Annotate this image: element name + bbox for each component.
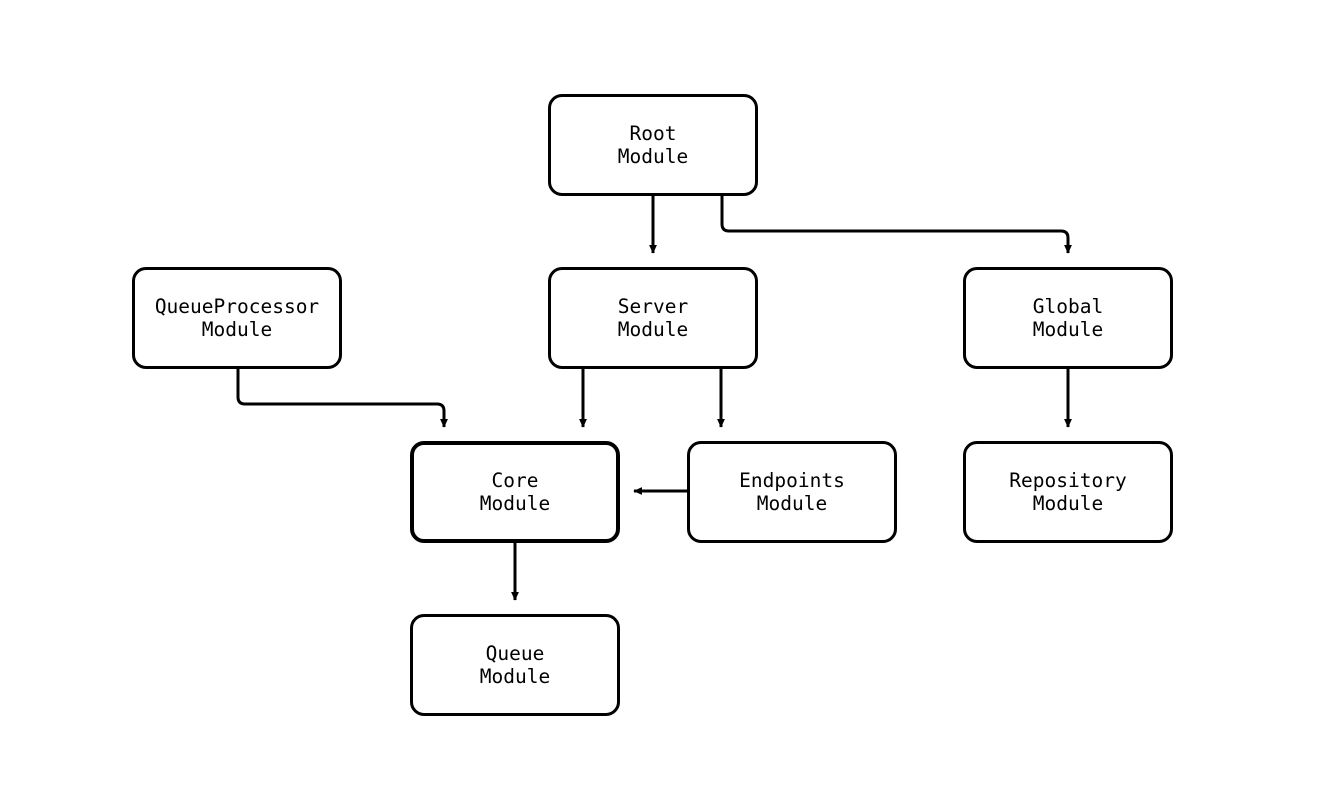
node-endpoints-label-line1: Endpoints <box>739 469 845 492</box>
edge-queueprocessor-to-core <box>236 369 448 428</box>
node-global-label-line1: Global <box>1032 295 1104 318</box>
node-queueprocessor-label-line1: QueueProcessor <box>154 295 320 318</box>
node-server-label-line1: Server <box>617 295 689 318</box>
node-queue-label-line1: Queue <box>485 642 545 665</box>
node-queueprocessor-label-line2: Module <box>201 318 273 341</box>
edge-root-to-global <box>720 196 1072 254</box>
node-core-label-line2: Module <box>479 492 551 515</box>
node-queue-label-line2: Module <box>479 665 551 688</box>
node-core-label-line1: Core <box>491 469 539 492</box>
node-repository-label-line2: Module <box>1032 492 1104 515</box>
node-repository-label-line1: Repository <box>1009 469 1127 492</box>
node-root-label-line1: Root <box>629 122 677 145</box>
node-server-label-line2: Module <box>617 318 689 341</box>
node-global-label-line2: Module <box>1032 318 1104 341</box>
node-endpoints-label-line2: Module <box>756 492 828 515</box>
node-root-label-line2: Module <box>617 145 689 168</box>
